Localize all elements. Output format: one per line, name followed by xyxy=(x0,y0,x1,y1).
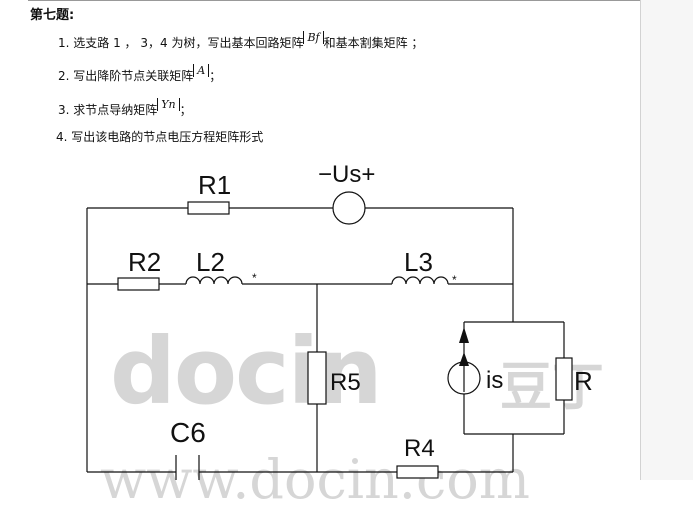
matrix-yn: Yn xyxy=(157,98,180,111)
label-c6: C6 xyxy=(170,417,206,448)
voltage-source-us xyxy=(332,191,366,225)
resistor-r xyxy=(555,357,573,401)
problem-heading: 第七题: xyxy=(30,8,75,23)
label-l2: L2 xyxy=(196,247,225,277)
label-r5: R5 xyxy=(330,369,361,396)
matrix-a: A xyxy=(193,64,210,77)
label-is: is xyxy=(486,367,503,394)
label-l3: L3 xyxy=(404,247,433,277)
watermark-cn: 豆丁 xyxy=(500,358,605,418)
watermark-brand: docin xyxy=(110,318,383,425)
resistor-r2 xyxy=(117,277,160,291)
label-us: −Us+ xyxy=(318,161,375,188)
resistor-r4 xyxy=(396,465,439,479)
resistor-r5 xyxy=(307,351,327,405)
top-rule xyxy=(28,0,640,1)
label-r: R xyxy=(574,366,593,396)
question-4: 4. 写出该电路的节点电压方程矩阵形式 xyxy=(56,130,264,144)
dot-l3: * xyxy=(452,273,457,287)
inductor-l3 xyxy=(391,276,449,285)
label-r1: R1 xyxy=(198,170,231,200)
source-arrow-top xyxy=(459,327,469,343)
label-r2: R2 xyxy=(128,247,161,277)
dot-l2: * xyxy=(252,271,257,285)
matrix-bf: Bf xyxy=(303,31,324,44)
circuit-diagram: R1 −Us+ R2 L2 * L3 * R5 is R C6 R4 xyxy=(86,161,593,480)
label-r4: R4 xyxy=(404,435,435,462)
inductor-l2 xyxy=(185,276,243,285)
resistor-r1 xyxy=(187,201,230,215)
page-edge xyxy=(640,0,693,480)
